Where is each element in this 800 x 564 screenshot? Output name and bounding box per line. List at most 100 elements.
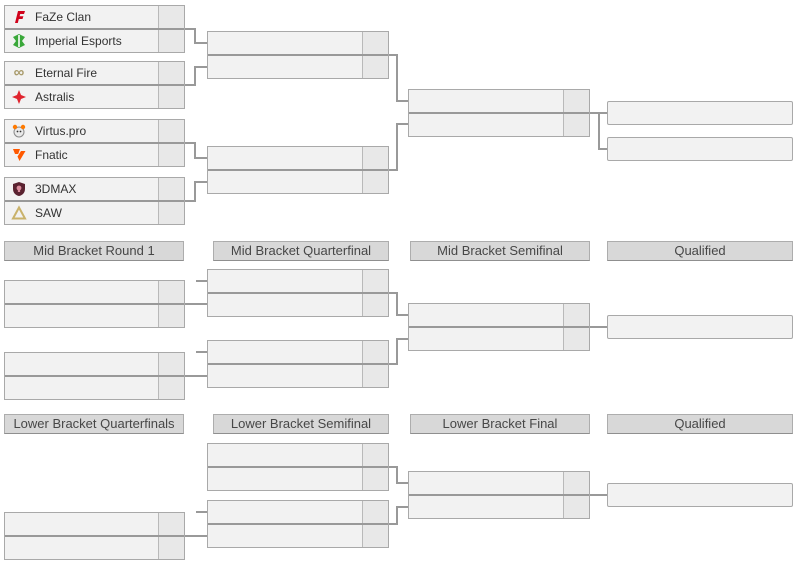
header-lower-bracket-final: Lower Bracket Final	[410, 414, 590, 434]
bracket-connector	[398, 314, 408, 316]
score-cell	[362, 270, 388, 292]
empty-team-row	[208, 466, 388, 490]
team-row-fnatic[interactable]: Fnatic	[5, 142, 184, 166]
bracket-connector	[598, 112, 600, 150]
lower-semifinal-2	[207, 500, 389, 548]
team-name: Astralis	[35, 90, 75, 104]
bracket-connector	[389, 54, 396, 56]
team-name: SAW	[35, 206, 62, 220]
bracket-connector	[389, 523, 396, 525]
lower-qualified-slot	[607, 483, 793, 507]
empty-team-row	[208, 363, 388, 387]
upper-match-1: FaZe Clan Imperial Esports	[4, 5, 185, 53]
astralis-logo	[10, 89, 28, 105]
saw-logo	[10, 205, 28, 221]
score-cell	[362, 525, 388, 547]
bracket-connector	[396, 338, 398, 365]
empty-team-row	[208, 444, 388, 466]
team-row-imperial-esports[interactable]: Imperial Esports	[5, 28, 184, 52]
score-cell	[158, 537, 184, 559]
team-row-3dmax[interactable]: 3DMAX	[5, 178, 184, 200]
bracket-connector	[398, 506, 408, 508]
upper-quarterfinal-1	[207, 31, 389, 79]
empty-team-row	[208, 270, 388, 292]
lower-bracket-final	[408, 471, 590, 519]
bracket-connector	[389, 169, 396, 171]
upper-match-3: Virtus.pro Fnatic	[4, 119, 185, 167]
mid-quarterfinal-1	[207, 269, 389, 317]
empty-team-row	[409, 472, 589, 494]
score-cell	[158, 62, 184, 84]
bracket-connector	[185, 84, 194, 86]
team-name: Eternal Fire	[35, 66, 98, 80]
upper-qualified-slot-1	[607, 101, 793, 125]
bracket-connector	[389, 292, 396, 294]
score-cell	[158, 202, 184, 224]
team-row-saw[interactable]: SAW	[5, 200, 184, 224]
faze-clan-logo	[10, 9, 28, 25]
score-cell	[158, 178, 184, 200]
bracket-connector	[590, 326, 607, 328]
empty-team-row	[409, 494, 589, 518]
empty-team-row	[208, 169, 388, 193]
empty-team-row	[5, 535, 184, 559]
bracket-connector	[600, 148, 607, 150]
team-name: Imperial Esports	[35, 34, 122, 48]
imperial-esports-logo	[10, 33, 28, 49]
score-cell	[362, 444, 388, 466]
score-cell	[158, 120, 184, 142]
upper-match-2: ∞ Eternal Fire Astralis	[4, 61, 185, 109]
empty-team-row	[208, 523, 388, 547]
bracket-connector-stub	[196, 351, 207, 353]
bracket-connector	[398, 123, 408, 125]
header-lower-qualified: Qualified	[607, 414, 793, 434]
upper-qualified-slot-2	[607, 137, 793, 161]
score-cell	[158, 305, 184, 327]
score-cell	[158, 30, 184, 52]
team-row-astralis[interactable]: Astralis	[5, 84, 184, 108]
empty-team-row	[409, 112, 589, 136]
score-cell	[158, 377, 184, 399]
score-cell	[158, 144, 184, 166]
score-cell	[362, 501, 388, 523]
team-name: 3DMAX	[35, 182, 77, 196]
empty-team-row	[5, 303, 184, 327]
bracket-connector	[396, 466, 398, 484]
bracket-connector	[185, 200, 194, 202]
score-cell	[563, 304, 589, 326]
bracket-connector-stub	[196, 280, 207, 282]
empty-team-row	[208, 341, 388, 363]
lower-quarterfinal	[4, 512, 185, 560]
mid-round1-match-2	[4, 352, 185, 400]
empty-team-row	[208, 292, 388, 316]
team-name: Virtus.pro	[35, 124, 87, 138]
empty-team-row	[5, 375, 184, 399]
score-cell	[158, 281, 184, 303]
empty-team-row	[208, 501, 388, 523]
score-cell	[158, 353, 184, 375]
bracket-connector	[398, 338, 408, 340]
empty-team-row	[5, 281, 184, 303]
empty-team-row	[208, 54, 388, 78]
header-mid-qualified: Qualified	[607, 241, 793, 261]
empty-team-row	[208, 32, 388, 54]
mid-round1-match-1	[4, 280, 185, 328]
team-row-eternal-fire[interactable]: ∞ Eternal Fire	[5, 62, 184, 84]
score-cell	[158, 6, 184, 28]
team-row-faze-clan[interactable]: FaZe Clan	[5, 6, 184, 28]
mid-qualified-slot	[607, 315, 793, 339]
score-cell	[158, 513, 184, 535]
team-row-virtus-pro[interactable]: Virtus.pro	[5, 120, 184, 142]
bracket-connector	[196, 66, 207, 68]
team-name: Fnatic	[35, 148, 68, 162]
empty-team-row	[5, 513, 184, 535]
header-mid-bracket-round-1: Mid Bracket Round 1	[4, 241, 184, 261]
upper-match-4: 3DMAX SAW	[4, 177, 185, 225]
bracket-connector	[196, 157, 207, 159]
score-cell	[563, 496, 589, 518]
bracket-connector	[194, 142, 196, 159]
bracket-connector	[196, 181, 207, 183]
empty-team-row	[208, 147, 388, 169]
team-name: FaZe Clan	[35, 10, 92, 24]
